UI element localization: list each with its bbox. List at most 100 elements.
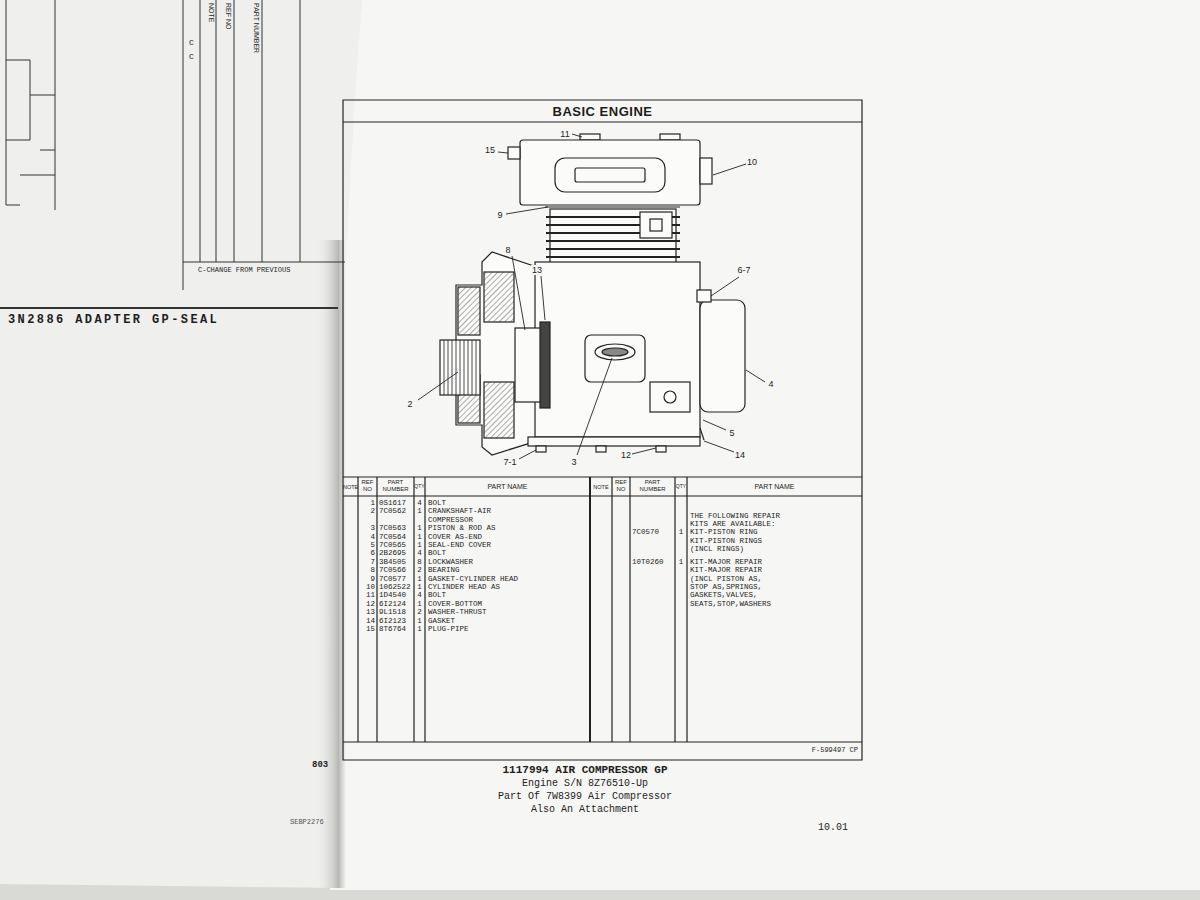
part-name: KIT-MAJOR REPAIR [690, 566, 762, 575]
callout-number: 10 [746, 157, 758, 167]
column-heading: PART NAME [425, 483, 590, 491]
publication-number: SEBP2276 [290, 818, 324, 826]
part-number: 9L1518 [379, 608, 406, 617]
compressor-illustration-part [656, 446, 666, 452]
part-number: 2B2695 [379, 549, 406, 558]
part-name: BEARING [428, 566, 460, 575]
part-name: STOP AS,SPRINGS, [690, 583, 762, 592]
column-heading: PART NUMBER [252, 3, 260, 53]
quantity: 4 [414, 591, 425, 600]
compressor-illustration-part [575, 168, 645, 182]
part-number: 10T0260 [632, 558, 664, 567]
compressor-illustration-part [528, 437, 700, 446]
quantity: 1 [675, 528, 687, 537]
group-note: Also An Attachment [435, 804, 735, 816]
reference-number: 7 [358, 558, 375, 567]
quantity: 1 [414, 583, 425, 592]
quantity: 1 [414, 575, 425, 584]
part-number: 7C0577 [379, 575, 406, 584]
quantity: 1 [414, 533, 425, 542]
left-page-drawing-part [6, 0, 55, 210]
part-number: 6I2124 [379, 600, 406, 609]
reference-number: 2 [358, 507, 375, 516]
part-name: (INCL PISTON AS, [690, 575, 762, 584]
leader-lines-part [541, 276, 545, 320]
callout-number: 9 [497, 210, 504, 220]
part-number: 6I2123 [379, 617, 406, 626]
quantity: 8 [414, 558, 425, 567]
page-frame-part [358, 477, 687, 742]
part-name: LOCKWASHER [428, 558, 473, 567]
leader-lines-part [572, 134, 582, 137]
page-reference: 803 [312, 760, 328, 770]
leader-lines-part [632, 448, 656, 454]
left-page-drawing-part [183, 0, 345, 290]
compressor-illustration-part [520, 140, 700, 205]
part-number: 3B4505 [379, 558, 406, 567]
compressor-illustration-part [664, 391, 676, 403]
callout-number: 4 [768, 379, 775, 389]
part-name: PISTON & ROD AS [428, 524, 496, 533]
reference-number: 11 [358, 591, 375, 600]
part-name: COVER AS-END [428, 533, 482, 542]
callout-number: 6-7 [737, 265, 752, 275]
compressor-illustration-part [535, 262, 700, 437]
part-number: 8T6764 [379, 625, 406, 634]
compressor-illustration-part [444, 340, 476, 395]
leader-lines-part [713, 164, 746, 175]
reference-number: 5 [358, 541, 375, 550]
leader-lines [418, 134, 765, 459]
reference-number: 12 [358, 600, 375, 609]
compressor-illustration [440, 134, 745, 455]
compressor-illustration-part [484, 382, 514, 438]
compressor-illustration-part [440, 340, 480, 395]
page-frame-part [589, 477, 591, 742]
column-heading: PART NUMBER [381, 479, 410, 493]
part-number: 1062522 [379, 583, 411, 592]
part-name: BOLT [428, 591, 446, 600]
paper-part [316, 240, 346, 888]
quantity: 1 [414, 617, 425, 626]
callout-number: 5 [729, 428, 736, 438]
leader-lines-part [711, 277, 739, 296]
quantity: 1 [675, 558, 687, 567]
quantity: 4 [414, 549, 425, 558]
part-number: 7C0570 [632, 528, 659, 537]
part-name: (INCL RINGS) [690, 545, 744, 554]
column-heading: REF NO [612, 479, 630, 493]
quantity: 1 [414, 625, 425, 634]
compressor-illustration-part [540, 322, 550, 408]
part-name: WASHER-THRUST [428, 608, 487, 617]
callout-number: 12 [620, 450, 632, 460]
page-frame-part [343, 100, 862, 760]
compressor-illustration-part [536, 446, 546, 452]
callout-number: 2 [407, 399, 414, 409]
compressor-illustration-part [602, 348, 628, 356]
change-note: C [189, 52, 194, 61]
leader-lines-part [519, 450, 536, 459]
leader-lines-part [418, 372, 458, 400]
change-note: C [189, 38, 194, 47]
leader-lines-part [498, 152, 508, 153]
quantity: 2 [414, 566, 425, 575]
footnote: C-CHANGE FROM PREVIOUS [198, 266, 290, 274]
figure-number: F-599497 CP [760, 746, 858, 754]
compressor-illustration-part [555, 158, 665, 192]
part-name: GASKET [428, 617, 455, 626]
compressor-illustration-part [596, 446, 606, 452]
column-heading: REF NO [358, 479, 377, 493]
part-name: BOLT [428, 549, 446, 558]
part-number: 7C0565 [379, 541, 406, 550]
compressor-illustration-part [700, 300, 745, 412]
part-number: 7C0563 [379, 524, 406, 533]
part-number: 7C0562 [379, 507, 406, 516]
part-number: 1D4540 [379, 591, 406, 600]
part-name: COVER-BOTTOM [428, 600, 482, 609]
quantity: 2 [414, 608, 425, 617]
compressor-illustration-part [458, 287, 480, 335]
paper-part [330, 0, 1200, 890]
part-name: SEAL-END COVER [428, 541, 491, 550]
reference-number: 15 [358, 625, 375, 634]
callout-number: 8 [505, 245, 512, 255]
compressor-illustration-part [700, 428, 704, 440]
